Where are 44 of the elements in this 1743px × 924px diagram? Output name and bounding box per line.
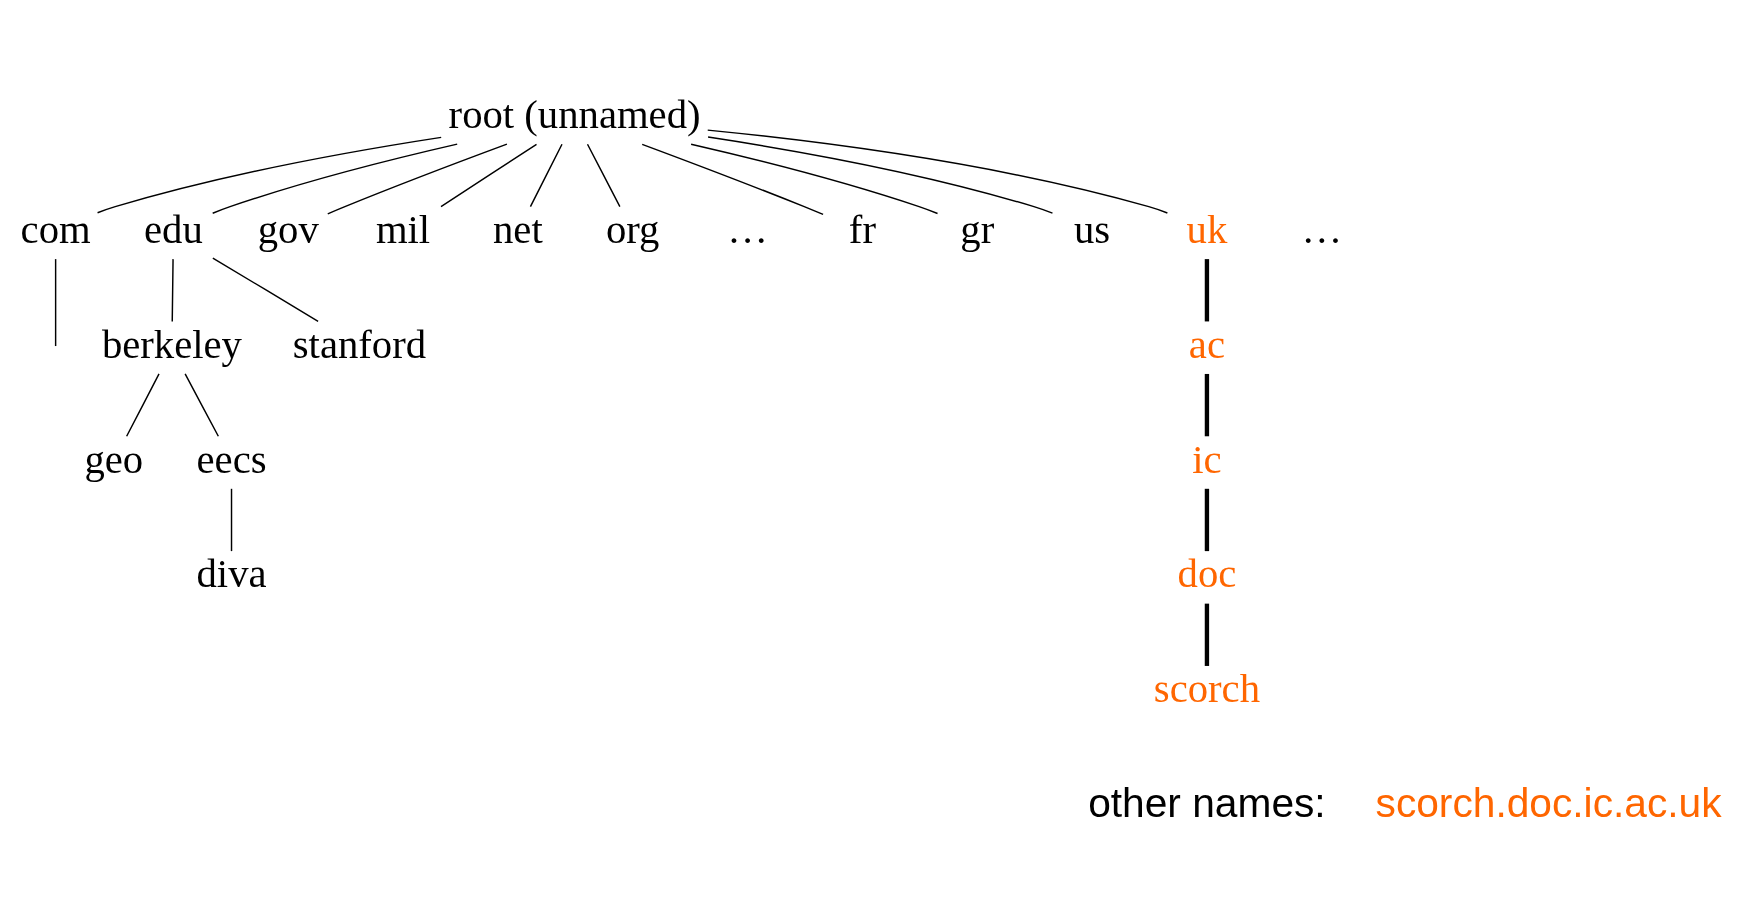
node-text: edu [144, 206, 203, 252]
node-text: eecs [196, 436, 267, 482]
connector [440, 143, 538, 207]
node-text: mil [375, 206, 431, 252]
connector [96, 136, 442, 213]
node-text: diva [196, 550, 267, 596]
label: other names: [1088, 779, 1326, 826]
connector [230, 487, 233, 552]
node-text: ic [1192, 436, 1222, 482]
connector [641, 143, 824, 215]
connector [125, 372, 160, 437]
node-text: gov [257, 206, 319, 252]
label: scorch.doc.ic.ac.uk [1375, 779, 1722, 826]
node-text: geo [84, 436, 144, 482]
connector [212, 256, 319, 322]
connector [171, 257, 174, 322]
node-text: uk [1186, 206, 1228, 252]
node-text: gr [960, 206, 995, 252]
connector [1204, 373, 1210, 436]
node-text: doc [1177, 550, 1237, 596]
connector [707, 135, 1054, 214]
connector [327, 142, 508, 215]
label: … [727, 206, 768, 252]
connector [1204, 603, 1210, 666]
node-text: stanford [292, 321, 427, 367]
node-text: berkeley [101, 321, 242, 367]
node-text: root (unnamed) [448, 91, 701, 137]
connector [1204, 488, 1210, 551]
connector [690, 143, 939, 214]
connector [586, 143, 621, 207]
connector [211, 142, 458, 214]
connector [1204, 258, 1210, 321]
node-text: ac [1188, 321, 1225, 367]
node-text: fr [848, 206, 876, 252]
node-text: scorch [1153, 665, 1261, 711]
connector [54, 257, 57, 347]
node-text: us [1074, 206, 1111, 252]
connector [529, 143, 563, 207]
connector [707, 128, 1169, 214]
node-text: com [20, 206, 91, 252]
connector [184, 372, 220, 437]
label: … [1301, 206, 1343, 252]
node-text: net [493, 206, 543, 252]
node-text: org [605, 206, 660, 252]
